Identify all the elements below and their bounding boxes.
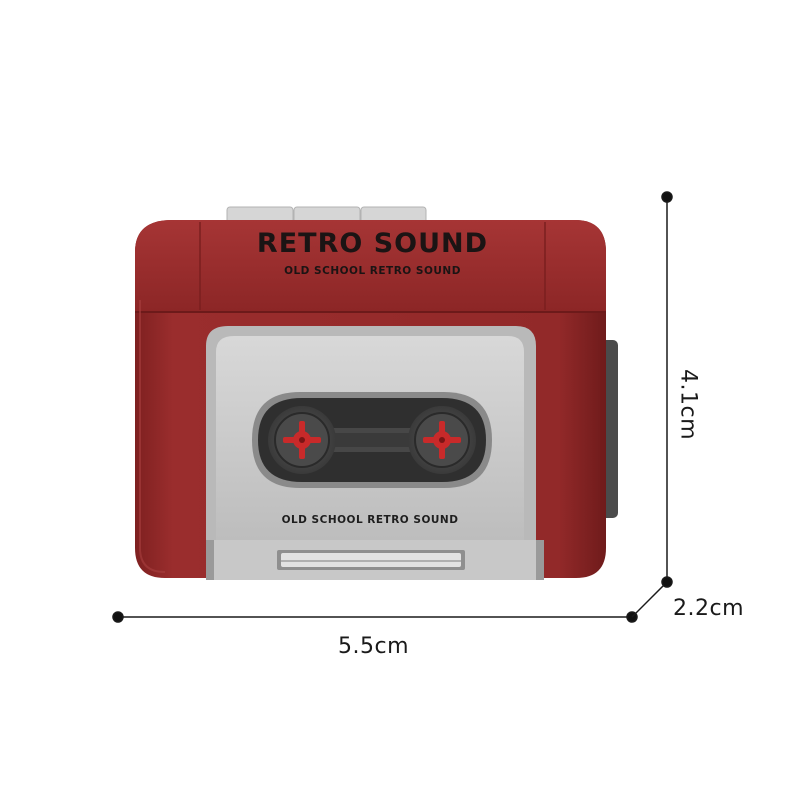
height-dimension-label: 4.1cm xyxy=(675,368,701,440)
dimension-lines xyxy=(112,191,673,623)
brand-title: RETRO SOUND xyxy=(256,228,489,259)
width-dimension-label: 5.5cm xyxy=(338,634,410,659)
depth-dimension-label: 2.2cm xyxy=(673,596,745,621)
brand-subtitle: OLD SCHOOL RETRO SOUND xyxy=(284,265,461,277)
tape-reels xyxy=(252,392,492,488)
cassette-label: OLD SCHOOL RETRO SOUND xyxy=(281,514,459,526)
